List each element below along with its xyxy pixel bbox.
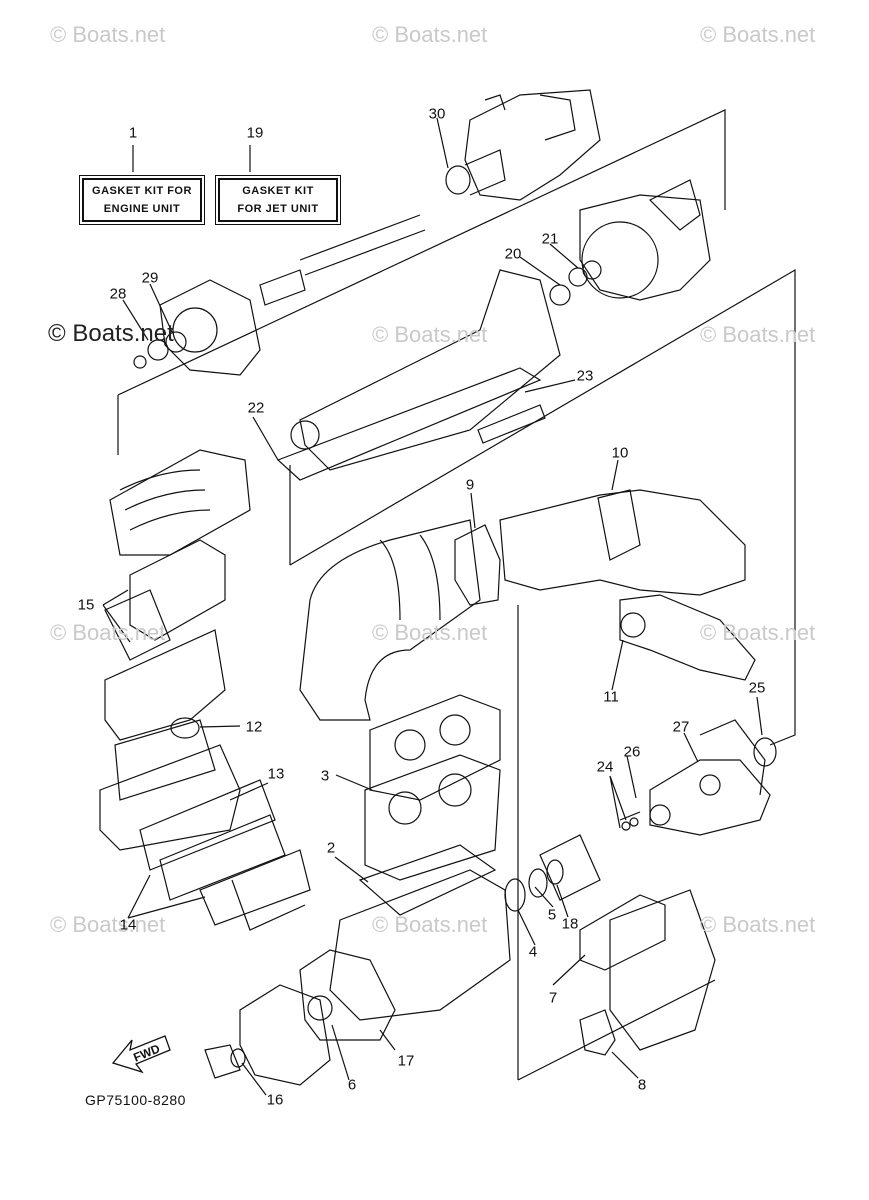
callout-1[interactable]: 1 xyxy=(128,124,138,142)
cylinder-head xyxy=(369,694,501,801)
callout-16[interactable]: 16 xyxy=(266,1091,284,1109)
seal-strip-23 xyxy=(477,404,546,444)
callout-10[interactable]: 10 xyxy=(611,444,629,462)
seal-5 xyxy=(528,868,548,898)
gasket-15 xyxy=(129,539,226,641)
callout-2[interactable]: 2 xyxy=(326,839,336,857)
water-lock xyxy=(109,449,251,556)
callout-25[interactable]: 25 xyxy=(748,679,766,697)
bearing-housing xyxy=(159,279,261,376)
gasket-2 xyxy=(358,844,497,916)
callout-21[interactable]: 21 xyxy=(541,230,559,248)
gasket-22 xyxy=(276,367,542,481)
fwd-arrow-icon xyxy=(111,1035,171,1074)
rubber-joint xyxy=(619,594,756,681)
middle-frame xyxy=(289,268,796,746)
impeller-housing xyxy=(579,194,711,301)
jet-unit-frame xyxy=(117,109,726,455)
jet-nozzle-housing xyxy=(464,89,601,201)
kit-jet-line1: GASKET KIT xyxy=(242,185,314,197)
callout-3[interactable]: 3 xyxy=(320,767,330,785)
callout-19[interactable]: 19 xyxy=(246,124,264,142)
gasket-kit-engine-label[interactable]: GASKET KIT FOR ENGINE UNIT xyxy=(79,175,205,225)
exhaust-chamber xyxy=(499,489,746,596)
flywheel-cover xyxy=(299,949,396,1041)
kit-engine-line2: ENGINE UNIT xyxy=(103,203,181,215)
part-16 xyxy=(204,1044,241,1079)
intake-manifold xyxy=(99,744,241,851)
gasket-kit-jet-label[interactable]: GASKET KIT FOR JET UNIT xyxy=(215,175,341,225)
callout-22[interactable]: 22 xyxy=(247,399,265,417)
exhaust-outlet-housing xyxy=(609,889,716,1051)
callout-7[interactable]: 7 xyxy=(548,989,558,1007)
cylinder xyxy=(364,754,501,881)
gasket-8 xyxy=(579,1009,616,1056)
exhaust-manifold xyxy=(104,629,226,741)
callout-18[interactable]: 18 xyxy=(561,915,579,933)
drive-shaft xyxy=(299,214,426,276)
callout-13[interactable]: 13 xyxy=(267,765,285,783)
callout-17[interactable]: 17 xyxy=(397,1052,415,1070)
callout-29[interactable]: 29 xyxy=(141,269,159,287)
coupler-housing xyxy=(649,759,771,836)
exhaust-pipe xyxy=(299,519,481,721)
callout-15[interactable]: 15 xyxy=(77,596,95,614)
callout-30[interactable]: 30 xyxy=(428,105,446,123)
callout-24[interactable]: 24 xyxy=(596,758,614,776)
kit-engine-line1: GASKET KIT FOR xyxy=(92,185,192,197)
reed-valve xyxy=(139,779,276,871)
kit-jet-line2: FOR JET UNIT xyxy=(237,203,319,215)
crankcase xyxy=(329,869,511,1021)
callout-6[interactable]: 6 xyxy=(347,1076,357,1094)
callout-27[interactable]: 27 xyxy=(672,718,690,736)
callout-26[interactable]: 26 xyxy=(623,743,641,761)
callout-14[interactable]: 14 xyxy=(119,916,137,934)
seal-4 xyxy=(504,878,526,912)
callout-8[interactable]: 8 xyxy=(637,1076,647,1094)
gasket-7 xyxy=(579,894,666,971)
callout-5[interactable]: 5 xyxy=(547,906,557,924)
bearing-18 xyxy=(546,859,564,885)
callout-28[interactable]: 28 xyxy=(109,285,127,303)
diagram-part-number: GP75100-8280 xyxy=(85,1092,186,1108)
gasket-9 xyxy=(454,524,501,606)
lower-frame xyxy=(517,605,716,1081)
exhaust-box xyxy=(299,269,561,471)
callout-4[interactable]: 4 xyxy=(528,943,538,961)
callout-23[interactable]: 23 xyxy=(576,367,594,385)
callout-12[interactable]: 12 xyxy=(245,718,263,736)
callout-9[interactable]: 9 xyxy=(465,476,475,494)
callout-11[interactable]: 11 xyxy=(603,688,619,706)
callout-20[interactable]: 20 xyxy=(504,245,522,263)
